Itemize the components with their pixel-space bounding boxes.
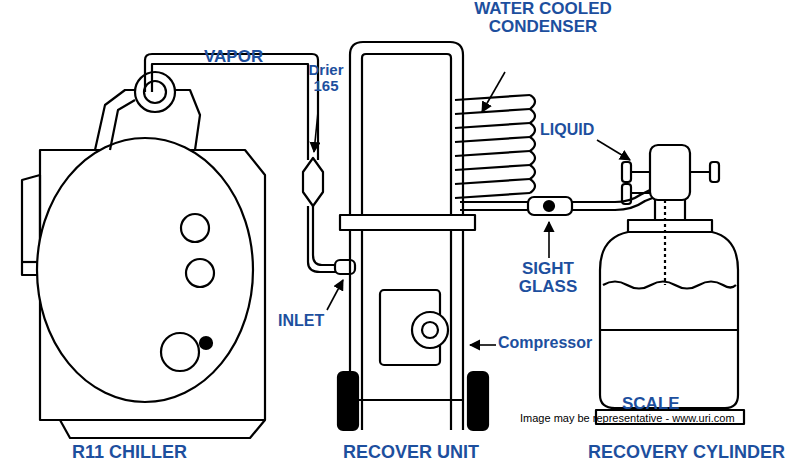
chiller-part: [37, 138, 253, 402]
chiller-label: R11 CHILLER: [72, 443, 222, 462]
recovery-unit-part: [422, 322, 438, 338]
leader-arrows-part: [314, 112, 318, 152]
recovery-unit-part: [362, 54, 451, 430]
vapor-line-part: [303, 158, 323, 206]
vapor-line-part: [152, 64, 308, 160]
liquid-line-part: [544, 201, 554, 211]
chiller-part: [161, 333, 199, 371]
recovery-cylinder-part: [630, 172, 710, 193]
chiller-part: [144, 81, 166, 103]
leader-arrows-part: [327, 280, 343, 310]
condenser-label: WATER COOLED CONDENSER: [468, 0, 618, 37]
chiller-part: [135, 72, 175, 112]
leader-arrows-part: [548, 222, 550, 258]
liquid-line-part: [460, 202, 530, 210]
recovery-cylinder-part: [664, 200, 666, 285]
chiller-part: [181, 214, 209, 242]
leader-arrows-part: [482, 72, 505, 112]
chiller-part: [60, 420, 265, 438]
leader-arrows: [314, 72, 630, 345]
recovery-cylinder-part: [710, 162, 719, 182]
recovery-cylinder-part: [622, 162, 631, 182]
chiller-part: [200, 337, 212, 349]
recovery-unit-part: [350, 42, 463, 430]
vapor-label: VAPOR: [204, 48, 284, 66]
illustration-part: [22, 42, 744, 438]
liquid-line: [460, 190, 655, 215]
recovery-unit: [338, 42, 535, 430]
liquid-line-part: [528, 197, 572, 215]
compressor-label: Compressor: [498, 334, 618, 351]
recovery-cylinder-part: [622, 184, 631, 204]
recovery-unit-part: [350, 399, 463, 401]
recovery-unit-part: [338, 372, 358, 430]
vapor-line-part: [145, 54, 318, 160]
vapor-line-part: [335, 260, 355, 274]
recovery-unit-part: [340, 215, 475, 230]
sight-glass-label: SIGHT GLASS: [508, 260, 588, 297]
leader-arrows-part: [470, 344, 496, 346]
drier-label: Drier 165: [296, 62, 356, 94]
leader-arrows-part: [597, 140, 630, 160]
recovery-cylinder-part: [600, 329, 738, 331]
scale-label: SCALE: [622, 395, 702, 413]
watermark: Image may be representative - www.uri.co…: [520, 413, 770, 425]
chiller-part: [186, 259, 214, 287]
recovery-unit-part: [455, 95, 530, 198]
recovery-unit-part: [530, 95, 535, 193]
unit-label: RECOVER UNIT: [343, 443, 493, 462]
recovery-unit-part: [412, 312, 448, 348]
recovery-cylinder-part: [628, 220, 712, 232]
recovery-cylinder-part: [600, 232, 738, 408]
liquid-label: LIQUID: [540, 121, 620, 138]
vapor-line: [145, 54, 355, 274]
chiller-part: [110, 100, 135, 150]
cylinder-label: RECOVERY CYLINDER: [588, 443, 798, 462]
recovery-cylinder-part: [603, 282, 736, 289]
recovery-cylinder-part: [650, 145, 690, 200]
recovery-cylinder: [596, 145, 744, 424]
inlet-label: INLET: [278, 312, 348, 329]
chiller: [22, 72, 265, 438]
recovery-unit-part: [468, 372, 488, 430]
